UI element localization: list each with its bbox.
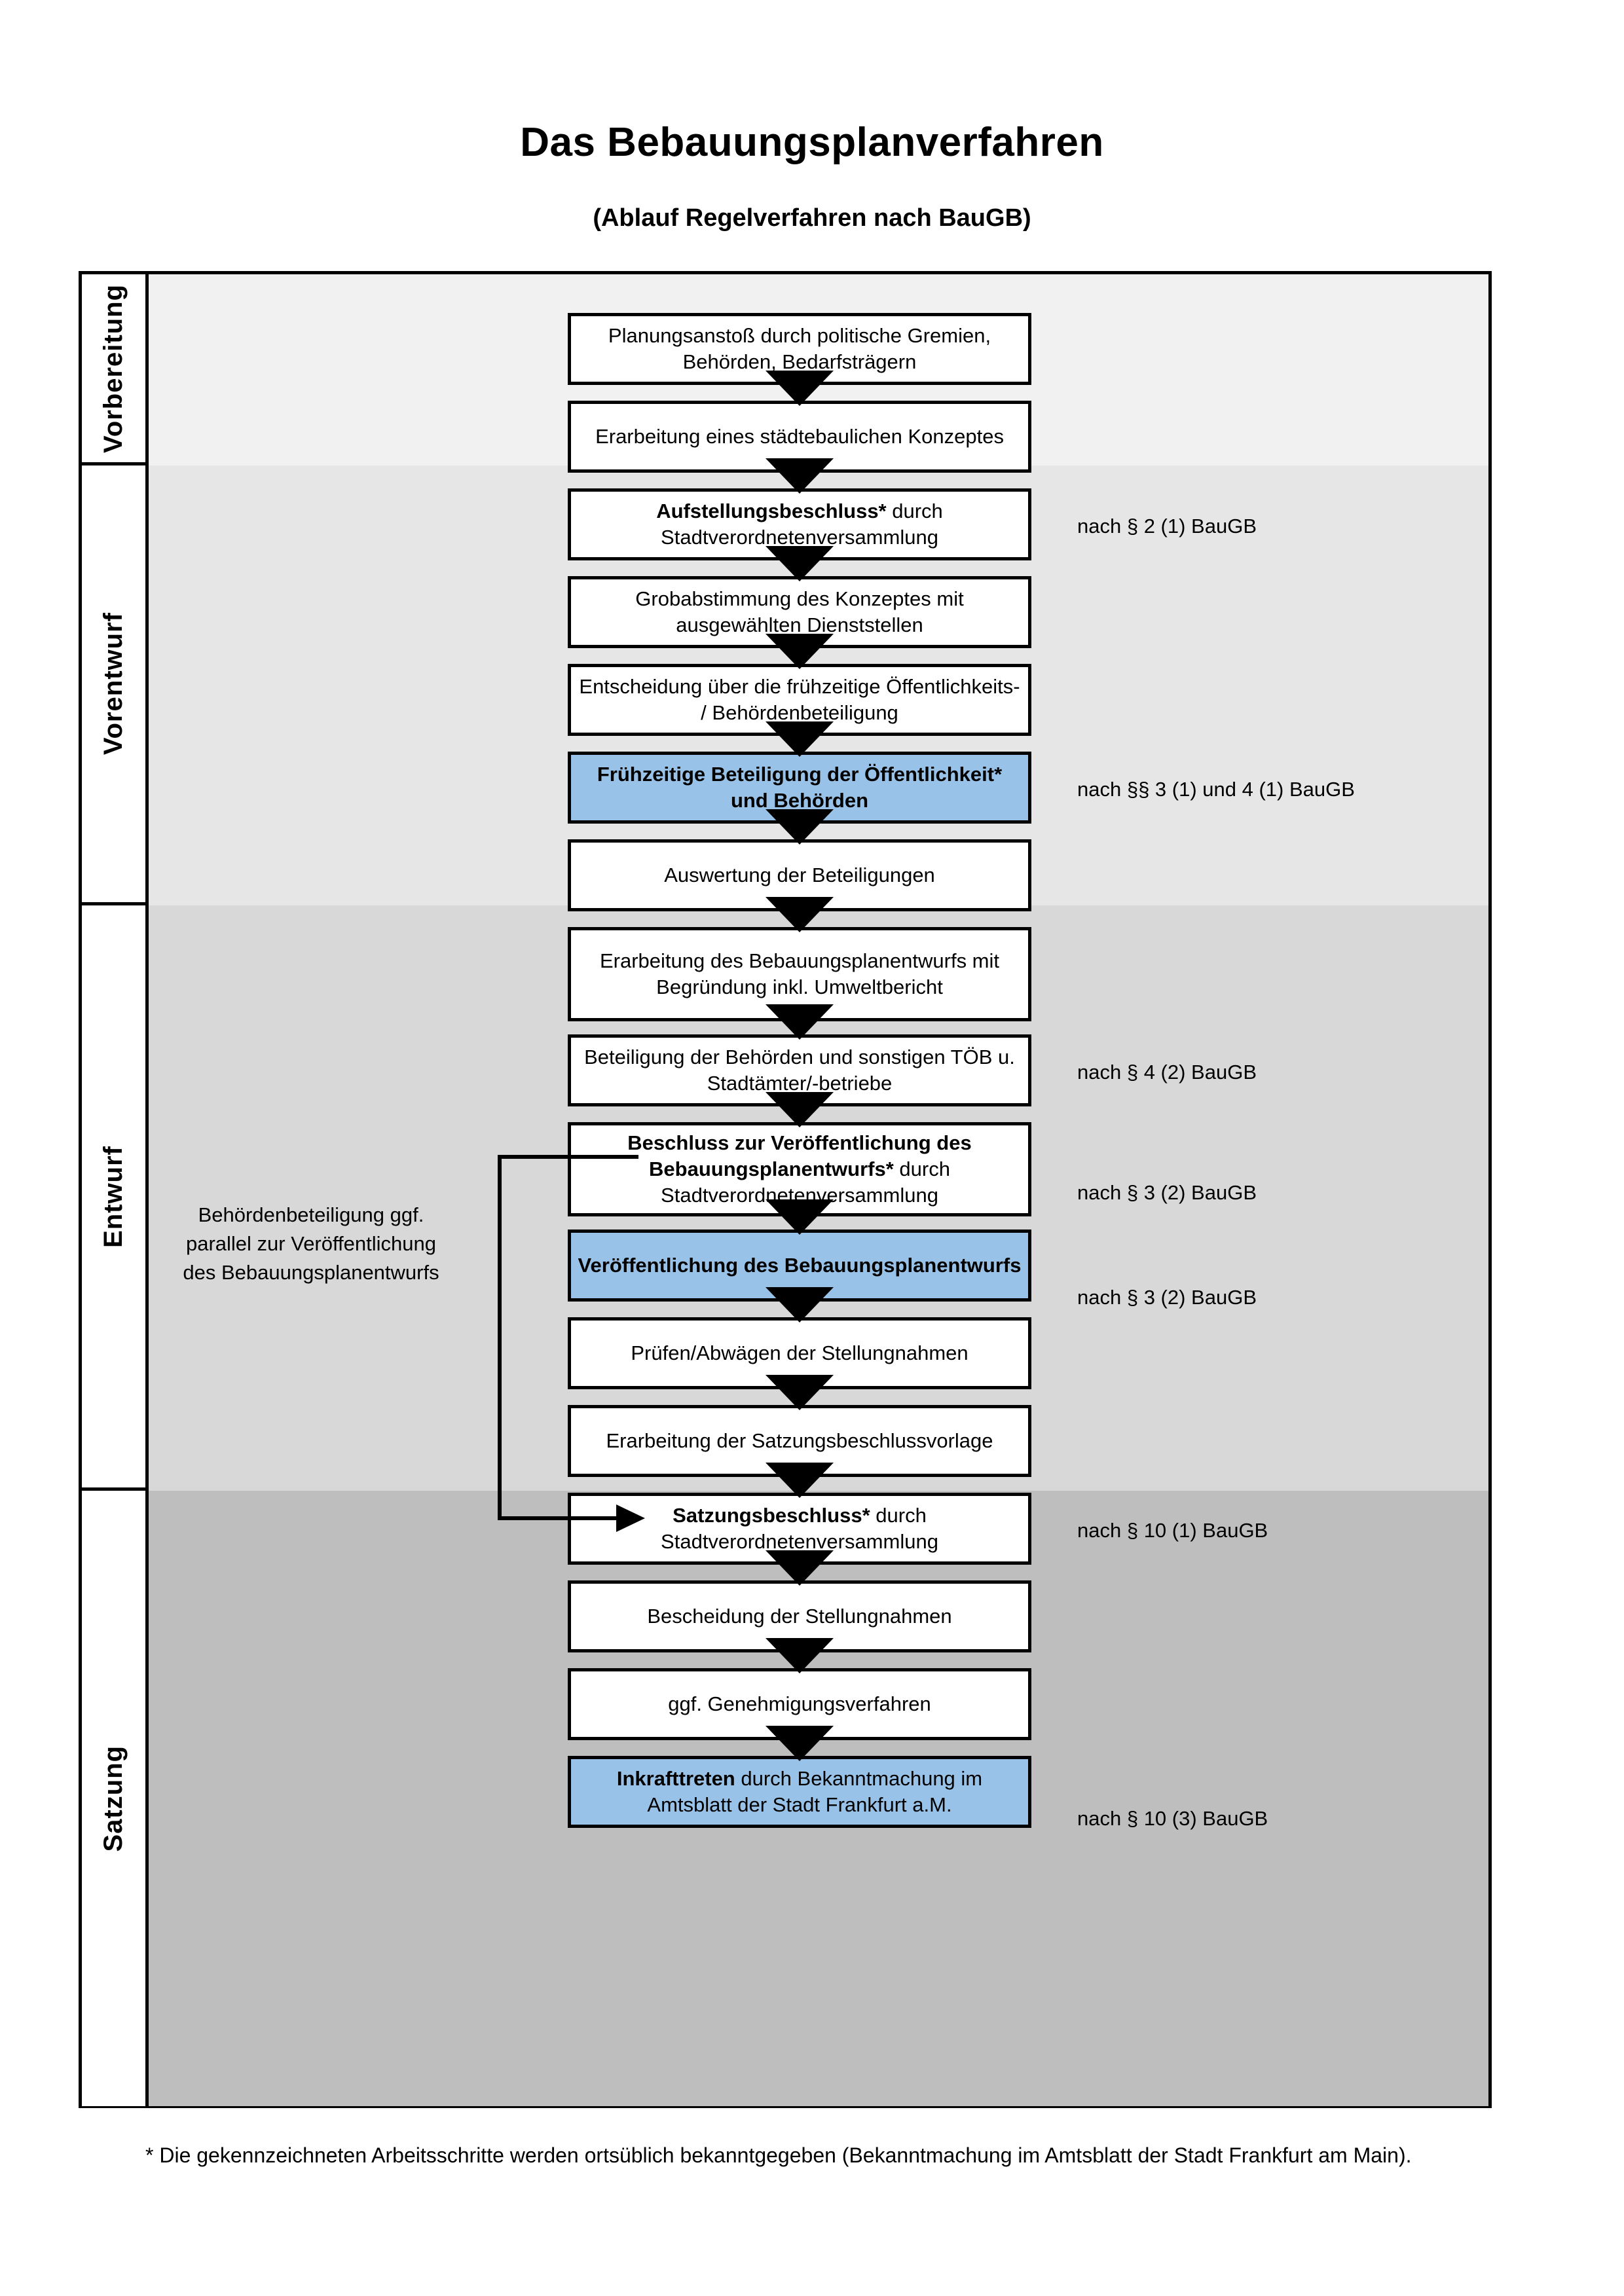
process-box-text: Veröffentlichung des Bebauungsplanentwur… [578,1253,1022,1277]
process-box-step-6[interactable]: Frühzeitige Beteiligung der Öffentlichke… [568,752,1031,824]
flow-arrow-6-7 [766,809,834,845]
flow-arrow-13-14 [766,1463,834,1498]
process-box-text: Frühzeitige Beteiligung der Öffentlichke… [597,762,1003,812]
legal-reference-7: nach § 10 (3) BauGB [1077,1807,1268,1830]
process-box-step-17[interactable]: Inkrafttreten durch Bekanntmachung im Am… [568,1756,1031,1828]
phase-label-vorentwurf: Vorentwurf [82,465,149,905]
process-box-text: Erarbeitung eines städtebaulichen Konzep… [595,424,1004,448]
phase-label-vorbereitung: Vorbereitung [82,274,149,465]
phase-label-text: Entwurf [99,1145,128,1248]
process-box-text: Auswertung der Beteiligungen [664,863,935,886]
process-box-text: Erarbeitung des Bebauungsplanentwurfs mi… [599,949,1000,998]
diagram-frame: Vorbereitung Vorentwurf Entwurf Satzung … [79,271,1492,2108]
process-box-text: Bescheidung der Stellungnahmen [647,1604,952,1628]
legal-reference-6: nach § 10 (1) BauGB [1077,1519,1268,1542]
process-box-step-16[interactable]: ggf. Genehmigungsverfahren [568,1668,1031,1740]
flow-arrow-1-2 [766,371,834,406]
flow-arrow-16-17 [766,1726,834,1761]
flow-arrow-8-9 [766,1004,834,1040]
flow-arrow-15-16 [766,1638,834,1673]
process-box-text: Prüfen/Abwägen der Stellungnahmen [631,1341,969,1364]
flow-arrow-10-11 [766,1199,834,1235]
flow-arrow-5-6 [766,721,834,757]
page-title: Das Bebauungsplanverfahren [520,120,1104,165]
legal-reference-2: nach §§ 3 (1) und 4 (1) BauGB [1077,778,1355,801]
phase-label-satzung: Satzung [82,1491,149,2106]
process-box-step-1[interactable]: Planungsanstoß durch politische Gremien,… [568,313,1031,385]
footnote-text: * Die gekennzeichneten Arbeitsschritte w… [145,2143,1412,2167]
flow-arrow-3-4 [766,546,834,581]
process-box-text: Satzungsbeschluss* durch Stadtverordnete… [661,1503,938,1553]
legal-reference-1: nach § 2 (1) BauGB [1077,515,1257,538]
process-box-text: Beteiligung der Behörden und sonstigen T… [584,1045,1015,1095]
side-note-behoerdenbeteiligung: Behördenbeteiligung ggf. parallel zur Ve… [183,1203,439,1285]
flow-arrow-14-15 [766,1550,834,1586]
page-subtitle: (Ablauf Regelverfahren nach BauGB) [593,204,1031,232]
process-box-text: Inkrafttreten durch Bekanntmachung im Am… [616,1766,983,1816]
phase-label-entwurf: Entwurf [82,905,149,1491]
legal-reference-4: nach § 3 (2) BauGB [1077,1181,1257,1204]
flow-arrow-4-5 [766,634,834,669]
flow-arrow-11-12 [766,1287,834,1322]
process-box-text: Beschluss zur Veröffentlichung des Bebau… [627,1131,972,1207]
process-box-text: Erarbeitung der Satzungsbeschlussvorlage [606,1429,993,1452]
legal-reference-3: nach § 4 (2) BauGB [1077,1061,1257,1084]
phase-label-text: Satzung [99,1745,128,1852]
flow-arrow-2-3 [766,458,834,494]
process-box-step-8[interactable]: Erarbeitung des Bebauungsplanentwurfs mi… [568,927,1031,1021]
phase-label-text: Vorbereitung [99,283,128,453]
flow-arrow-12-13 [766,1375,834,1410]
process-box-text: Grobabstimmung des Konzeptes mit ausgewä… [635,587,964,636]
phase-label-text: Vorentwurf [99,612,128,756]
process-box-text: Entscheidung über die frühzeitige Öffent… [579,674,1020,724]
legal-reference-5: nach § 3 (2) BauGB [1077,1286,1257,1309]
flow-arrow-9-10 [766,1092,834,1127]
process-box-text: Aufstellungsbeschluss* durch Stadtverord… [656,499,943,549]
process-box-text: ggf. Genehmigungsverfahren [668,1692,931,1715]
flow-arrow-7-8 [766,897,834,932]
process-box-text: Planungsanstoß durch politische Gremien,… [608,323,991,373]
